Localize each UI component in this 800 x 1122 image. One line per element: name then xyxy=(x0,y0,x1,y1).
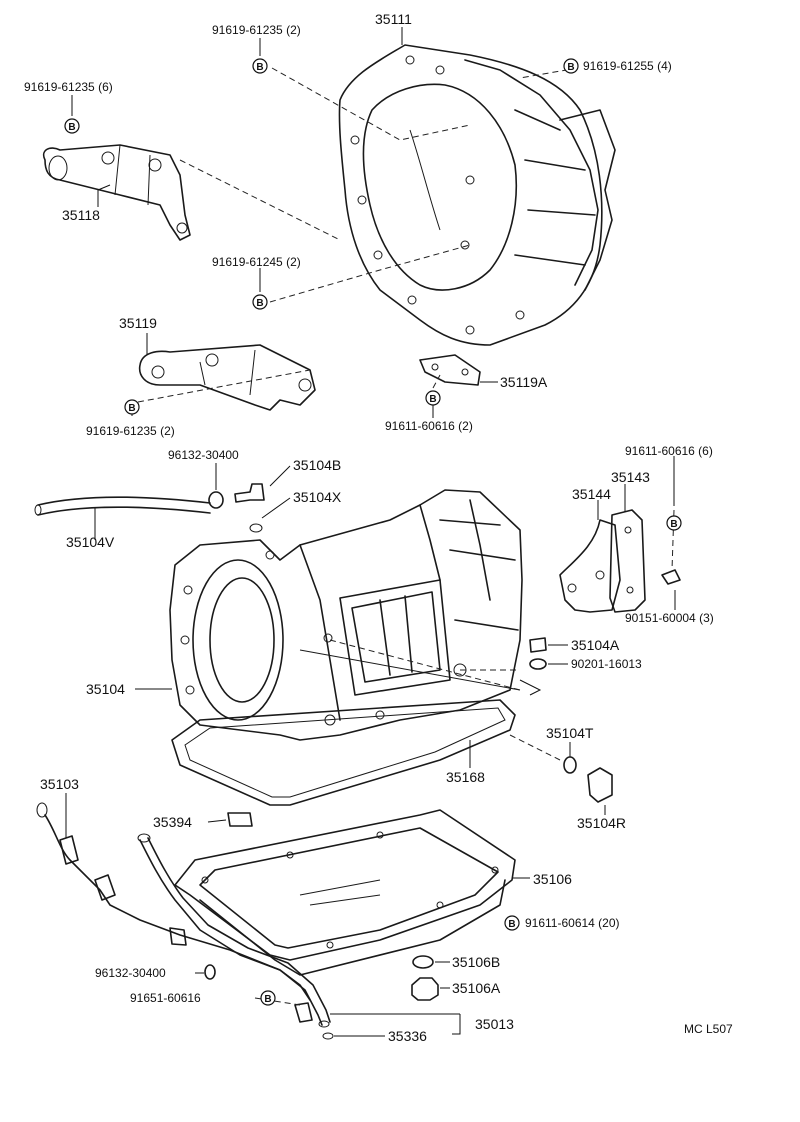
drain-plug-35106a xyxy=(411,977,439,1001)
gasket-90201-16013 xyxy=(529,658,547,670)
part-labels: 35111 91619-61235 (2) 91619-61255 (4) 91… xyxy=(24,11,733,1044)
svg-text:B: B xyxy=(264,994,271,1005)
label-35104x: 35104X xyxy=(293,489,342,505)
label-35168: 35168 xyxy=(446,769,485,785)
svg-text:B: B xyxy=(670,519,677,530)
label-91611-60614-20: 91611-60614 (20) xyxy=(525,916,620,930)
bolt-badge-b: B xyxy=(260,990,276,1006)
label-35104b: 35104B xyxy=(293,457,341,473)
label-35106: 35106 xyxy=(533,871,572,887)
protector-35144 xyxy=(559,519,621,613)
bolt-badge-b: B xyxy=(504,915,520,931)
label-35103: 35103 xyxy=(40,776,79,792)
label-35106b: 35106B xyxy=(452,954,500,970)
pan-gasket-35168 xyxy=(171,699,516,806)
oring-35336 xyxy=(322,1032,334,1040)
label-35119: 35119 xyxy=(119,315,157,331)
bolt-badge-b: B xyxy=(252,294,268,310)
label-35394: 35394 xyxy=(153,814,192,830)
svg-text:B: B xyxy=(508,919,515,930)
bolt-90151-60004 xyxy=(661,569,681,585)
label-35104t: 35104T xyxy=(546,725,594,741)
label-91619-61255-4: 91619-61255 (4) xyxy=(583,59,672,73)
label-35336: 35336 xyxy=(388,1028,427,1044)
label-35013: 35013 xyxy=(475,1016,514,1032)
oring-35104t xyxy=(563,756,577,774)
bolt-badge-b: B xyxy=(666,515,682,531)
label-90201-16013: 90201-16013 xyxy=(571,657,642,671)
label-91619-61245-2: 91619-61245 (2) xyxy=(212,255,301,269)
breather-plug-35104b xyxy=(234,483,265,503)
bolt-badge-b: B xyxy=(563,58,579,74)
plug-35104r xyxy=(587,767,613,803)
label-35143: 35143 xyxy=(611,469,650,485)
label-35118: 35118 xyxy=(62,207,100,223)
plug-35104a xyxy=(529,637,547,653)
gasket-35106b xyxy=(412,955,434,969)
diagram-code: MC L507 xyxy=(684,1022,733,1036)
bracket-35118 xyxy=(42,144,191,241)
magnet-35394 xyxy=(227,812,253,827)
bolt-badge-b: B xyxy=(252,58,268,74)
transmission-case-35104 xyxy=(169,489,523,741)
bracket-35119 xyxy=(138,344,316,411)
breather-hose-35104v xyxy=(34,496,211,516)
label-35104: 35104 xyxy=(86,681,125,697)
label-35119a: 35119A xyxy=(500,374,548,390)
svg-text:B: B xyxy=(429,394,436,405)
label-96132-30400: 96132-30400 xyxy=(168,448,239,462)
label-91619-61235-6: 91619-61235 (6) xyxy=(24,80,113,94)
assembly-lines xyxy=(137,67,675,1006)
hose-clip-96132-30400 xyxy=(208,491,224,509)
label-35104a: 35104A xyxy=(571,637,620,653)
label-91619-61235-2b: 91619-61235 (2) xyxy=(86,424,175,438)
gasket-35104x xyxy=(249,523,263,533)
bell-housing-35111 xyxy=(338,44,616,346)
label-35104v: 35104V xyxy=(66,534,115,550)
label-35144: 35144 xyxy=(572,486,611,502)
svg-text:B: B xyxy=(128,403,135,414)
label-35106a: 35106A xyxy=(452,980,501,996)
dipstick-tube-35013 xyxy=(137,833,331,1028)
bolt-badge-b: B xyxy=(124,399,140,415)
label-91611-60616-2: 91611-60616 (2) xyxy=(385,419,473,433)
label-91611-60616-6: 91611-60616 (6) xyxy=(625,444,713,458)
label-35104r: 35104R xyxy=(577,815,626,831)
bracket-35119a xyxy=(419,354,481,386)
protector-35143 xyxy=(609,509,646,613)
dipstick-35103 xyxy=(36,802,311,1001)
svg-text:B: B xyxy=(68,122,75,133)
label-96132-30400b: 96132-30400 xyxy=(95,966,166,980)
bolt-badge-b: B xyxy=(425,390,441,406)
label-91619-61235-2: 91619-61235 (2) xyxy=(212,23,301,37)
oil-pan-35106 xyxy=(174,809,516,976)
leader-lines xyxy=(65,27,676,1037)
svg-text:B: B xyxy=(256,298,263,309)
label-35111: 35111 xyxy=(375,11,412,27)
svg-text:B: B xyxy=(256,62,263,73)
label-91651-60616: 91651-60616 xyxy=(130,991,201,1005)
bolt-badge-b: B xyxy=(64,118,80,134)
svg-text:B: B xyxy=(567,62,574,73)
clip-96132-30400 xyxy=(204,964,216,980)
label-90151-60004-3: 90151-60004 (3) xyxy=(625,611,714,625)
